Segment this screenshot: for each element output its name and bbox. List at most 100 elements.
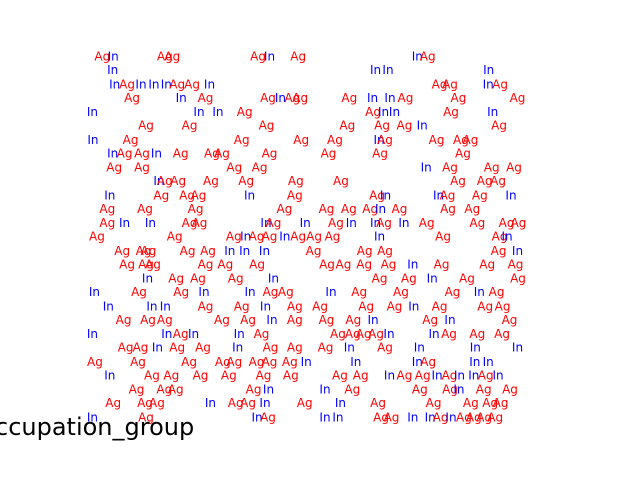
scatter-point-ag: Ag — [195, 341, 211, 355]
scatter-point-ag: Ag — [284, 91, 300, 105]
scatter-point-ag: Ag — [393, 285, 409, 299]
scatter-point-ag: Ag — [263, 285, 279, 299]
scatter-point-ag: Ag — [391, 202, 407, 216]
scatter-point-ag: Ag — [138, 410, 154, 424]
scatter-point-ag: Ag — [345, 313, 361, 327]
scatter-point-in: In — [264, 50, 275, 64]
scatter-point-ag: Ag — [384, 410, 400, 424]
scatter-point-ag: Ag — [157, 50, 173, 64]
scatter-point-ag: Ag — [106, 161, 122, 175]
scatter-point-ag: Ag — [376, 216, 392, 230]
scatter-point-ag: Ag — [353, 369, 369, 383]
scatter-point-ag: Ag — [506, 161, 522, 175]
scatter-point-in: In — [512, 341, 523, 355]
scatter-point-ag: Ag — [440, 202, 456, 216]
scatter-point-ag: Ag — [137, 396, 153, 410]
scatter-point-in: In — [444, 313, 455, 327]
scatter-point-ag: Ag — [432, 299, 448, 313]
scatter-point-ag: Ag — [357, 244, 373, 258]
scatter-point-in: In — [160, 299, 171, 313]
scatter-point-in: In — [378, 105, 389, 119]
scatter-point-ag: Ag — [287, 341, 303, 355]
scatter-point-ag: Ag — [420, 355, 436, 369]
scatter-point-ag: Ag — [381, 258, 397, 272]
scatter-point-ag: Ag — [226, 355, 242, 369]
scatter-point-ag: Ag — [124, 91, 140, 105]
scatter-point-ag: Ag — [450, 174, 466, 188]
scatter-point-ag: Ag — [442, 369, 458, 383]
scatter-point-in: In — [275, 91, 286, 105]
scatter-point-ag: Ag — [226, 230, 242, 244]
scatter-point-in: In — [512, 244, 523, 258]
scatter-point-ag: Ag — [492, 77, 508, 91]
scatter-point-ag: Ag — [362, 202, 378, 216]
scatter-point-in: In — [408, 299, 419, 313]
scatter-point-in: In — [383, 327, 394, 341]
scatter-point-ag: Ag — [221, 369, 237, 383]
scatter-point-ag: Ag — [370, 396, 386, 410]
scatter-point-in: In — [135, 77, 146, 91]
scatter-point-in: In — [232, 341, 243, 355]
scatter-point-ag: Ag — [250, 50, 266, 64]
scatter-point-in: In — [332, 410, 343, 424]
scatter-point-ag: Ag — [372, 272, 388, 286]
scatter-point-in: In — [384, 91, 395, 105]
scatter-point-ag: Ag — [341, 202, 357, 216]
scatter-point-in: In — [407, 258, 418, 272]
scatter-point-ag: Ag — [432, 77, 448, 91]
scatter-point-ag: Ag — [510, 272, 526, 286]
scatter-point-ag: Ag — [157, 174, 173, 188]
scatter-point-ag: Ag — [246, 383, 262, 397]
scatter-point-in: In — [335, 396, 346, 410]
scatter-point-ag: Ag — [287, 313, 303, 327]
scatter-point-ag: Ag — [297, 396, 313, 410]
scatter-point-ag: Ag — [131, 285, 147, 299]
scatter-point-ag: Ag — [426, 396, 442, 410]
scatter-point-ag: Ag — [477, 299, 493, 313]
scatter-point-ag: Ag — [288, 174, 304, 188]
scatter-point-ag: Ag — [138, 119, 154, 133]
scatter-point-ag: Ag — [502, 383, 518, 397]
scatter-point-ag: Ag — [164, 50, 180, 64]
scatter-point-ag: Ag — [440, 188, 456, 202]
scatter-point-ag: Ag — [167, 230, 183, 244]
scatter-point-in: In — [161, 327, 172, 341]
scatter-point-in: In — [454, 369, 465, 383]
scatter-point-in: In — [108, 50, 119, 64]
scatter-point-in: In — [433, 188, 444, 202]
scatter-point-ag: Ag — [198, 258, 214, 272]
scatter-point-ag: Ag — [443, 105, 459, 119]
scatter-point-in: In — [425, 410, 436, 424]
scatter-point-ag: Ag — [472, 188, 488, 202]
scatter-point-ag: Ag — [140, 313, 156, 327]
scatter-point-in: In — [346, 216, 357, 230]
scatter-point-ag: Ag — [169, 341, 185, 355]
scatter-point-ag: Ag — [306, 230, 322, 244]
scatter-point-ag: Ag — [200, 244, 216, 258]
scatter-point-ag: Ag — [373, 410, 389, 424]
scatter-point-in: In — [319, 410, 330, 424]
scatter-point-ag: Ag — [173, 327, 189, 341]
scatter-point-ag: Ag — [469, 216, 485, 230]
scatter-point-in: In — [483, 63, 494, 77]
scatter-point-ag: Ag — [321, 147, 337, 161]
scatter-point-ag: Ag — [214, 147, 230, 161]
scatter-point-ag: Ag — [476, 383, 492, 397]
scatter-point-ag: Ag — [369, 188, 385, 202]
scatter-point-in: In — [344, 341, 355, 355]
scatter-point-in: In — [205, 396, 216, 410]
scatter-point-ag: Ag — [476, 410, 492, 424]
scatter-point-ag: Ag — [169, 77, 185, 91]
scatter-point-in: In — [453, 383, 464, 397]
scatter-point-in: In — [421, 161, 432, 175]
scatter-point-in: In — [268, 272, 279, 286]
scatter-point-ag: Ag — [358, 299, 374, 313]
scatter-point-in: In — [104, 188, 115, 202]
scatter-point-in: In — [427, 272, 438, 286]
scatter-point-ag: Ag — [306, 244, 322, 258]
scatter-point-ag: Ag — [240, 313, 256, 327]
scatter-point-ag: Ag — [204, 147, 220, 161]
annotation-label: ccupation_group — [0, 413, 194, 441]
